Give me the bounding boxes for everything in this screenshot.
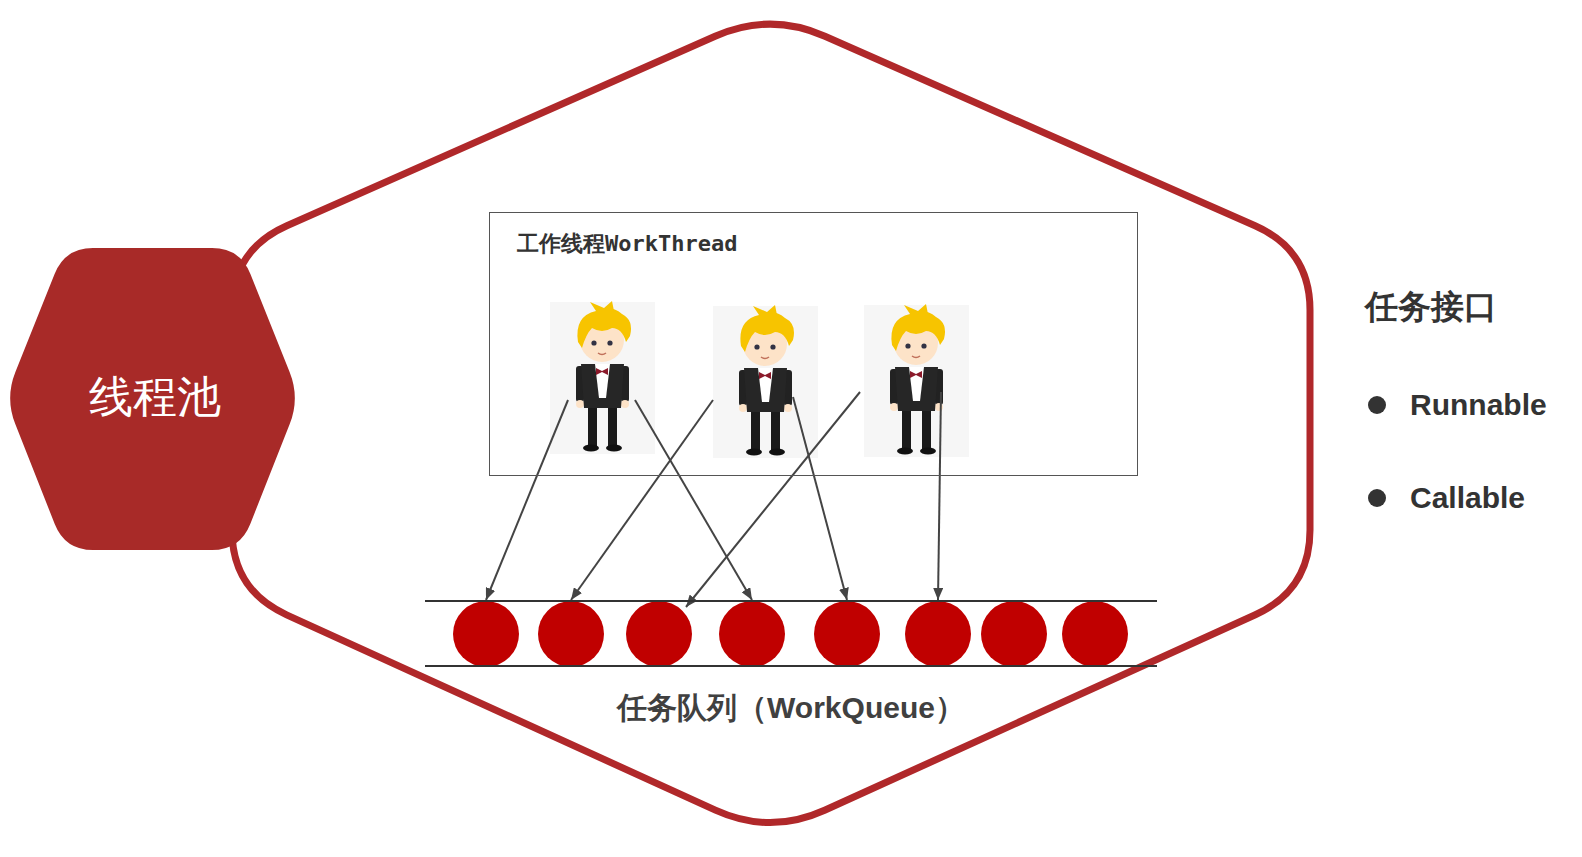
task-circle xyxy=(814,601,880,667)
node-label: 线程池 xyxy=(55,371,255,424)
pool-boundary xyxy=(232,24,1310,822)
task-circle xyxy=(719,601,785,667)
node-label: 任务队列（WorkQueue） xyxy=(425,690,1157,726)
bullet-item: Callable xyxy=(1410,480,1525,516)
task-circle xyxy=(981,601,1047,667)
section-heading: 任务接口 xyxy=(1365,287,1497,327)
arrow-connector xyxy=(486,400,568,600)
pool-tab-hexagon xyxy=(10,248,295,550)
task-circle xyxy=(905,601,971,667)
task-circle xyxy=(538,601,604,667)
arrow-connector xyxy=(793,397,847,600)
worker-figure xyxy=(550,301,655,454)
task-circle xyxy=(453,601,519,667)
bullet-item: Runnable xyxy=(1410,387,1547,423)
node-label: 工作线程WorkThread xyxy=(517,231,737,257)
thread-pool-outline: 线程池 工作线程WorkThread 任务队列（WorkQueue） xyxy=(0,0,1320,845)
work-thread-box: 工作线程WorkThread xyxy=(489,212,1138,476)
arrow-connector xyxy=(938,392,941,600)
task-circle xyxy=(1062,601,1128,667)
bullet-dot xyxy=(1368,489,1386,507)
arrow-connector xyxy=(635,400,752,600)
work-queue-band: 任务队列（WorkQueue） xyxy=(425,600,1157,667)
task-circle xyxy=(626,601,692,667)
arrow-connector xyxy=(571,400,713,600)
worker-figure xyxy=(864,304,969,457)
arrow-connector xyxy=(686,392,860,607)
bullet-dot xyxy=(1368,396,1386,414)
